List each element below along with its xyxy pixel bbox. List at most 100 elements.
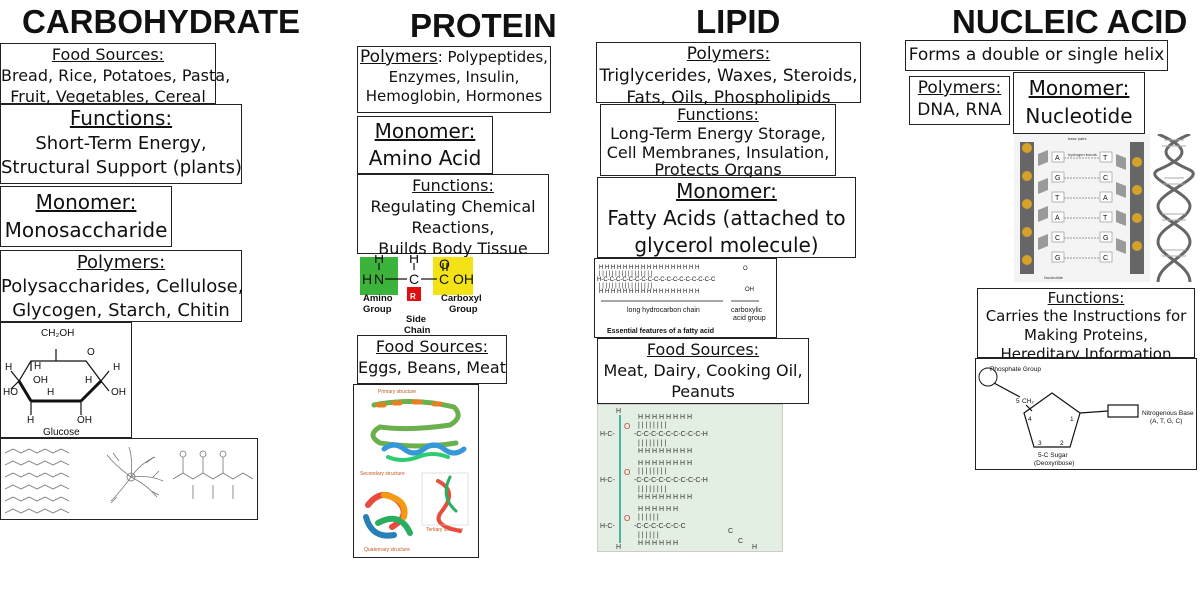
- carb-food-sources-line: Fruit, Vegetables, Cereal: [10, 87, 206, 106]
- protein-polymers-line: Enzymes, Insulin,: [388, 68, 520, 86]
- svg-text:-C-C-C-C-C-C-C: -C-C-C-C-C-C-C: [634, 523, 686, 530]
- svg-text:O: O: [624, 514, 630, 523]
- fatty-acid-diagram: H H H H H H H H H H H H H H H H H | | | …: [594, 258, 777, 338]
- nucleic-polymers-value: DNA, RNA: [917, 100, 1002, 120]
- protein-polymers-line: Hemoglobin, Hormones: [365, 87, 543, 105]
- lipid-monomer-line: Fatty Acids (attached to: [607, 206, 846, 230]
- carb-functions-line: Short-Term Energy,: [35, 133, 207, 154]
- amino-n: N: [374, 271, 384, 287]
- protein-monomer-value: Amino Acid: [368, 146, 482, 170]
- nucleic-functions-box: Functions: Carries the Instructions for …: [977, 288, 1195, 363]
- svg-text:H: H: [752, 544, 757, 551]
- sugar-carbon-4: 4: [1028, 416, 1032, 423]
- svg-text:C: C: [738, 538, 743, 545]
- svg-text:H: H: [616, 408, 621, 415]
- carb-polymers-box: Polymers: Polysaccharides, Cellulose, Gl…: [0, 250, 243, 322]
- carb-food-sources-line: Bread, Rice, Potatoes, Pasta,: [1, 66, 231, 85]
- protein-food-sources-box: Food Sources: Eggs, Beans, Meat: [357, 335, 507, 384]
- carb-monomer-value: Monosaccharide: [4, 218, 168, 242]
- nucleic-functions-line: Carries the Instructions for: [985, 307, 1187, 325]
- amino-acid-diagram: H H N H C O C OH R Amino Group Carboxyl …: [357, 250, 491, 336]
- dna-helix-image: [1150, 132, 1198, 283]
- glucose-h: H: [27, 415, 34, 426]
- sugar-carbon-5: 5: [1016, 398, 1020, 405]
- lipid-polymers-heading: Polymers:: [686, 44, 771, 64]
- polysaccharide-images: [0, 438, 258, 520]
- svg-text:H-C-: H-C-: [600, 523, 615, 530]
- svg-text:| | | | | | | |: | | | | | | | |: [638, 486, 666, 493]
- base-letter: A: [1103, 195, 1108, 202]
- base-letter: T: [1103, 215, 1108, 222]
- svg-text:H-C-: H-C-: [600, 431, 615, 438]
- nucleic-functions-line: Making Proteins,: [1024, 326, 1148, 344]
- glucose-h: H: [85, 375, 92, 386]
- nucleic-acid-title: NUCLEIC ACID: [952, 3, 1188, 40]
- lipid-polymers-line: Fats, Oils, Phospholipids: [626, 88, 831, 108]
- side-chain-label: Chain: [404, 325, 431, 335]
- carb-monomer-box: Monomer: Monosaccharide: [0, 186, 172, 247]
- sugar-carbon-3: 3: [1038, 440, 1042, 447]
- sugar-carbon-2: 2: [1060, 440, 1064, 447]
- svg-text:H H H H H H H H: H H H H H H H H: [638, 448, 692, 455]
- glucose-h: H: [113, 362, 120, 373]
- amino-oh: OH: [453, 271, 474, 287]
- sugar-ch2: CH₂: [1022, 398, 1034, 405]
- svg-text:H H H H H H H H: H H H H H H H H: [638, 414, 692, 421]
- protein-monomer-box: Monomer: Amino Acid: [357, 116, 493, 174]
- lipid-monomer-line: glycerol molecule): [634, 233, 819, 257]
- carbohydrate-title: CARBOHYDRATE: [22, 3, 301, 40]
- base-pairs-label: base pairs: [1068, 136, 1086, 141]
- svg-text:H-C-: H-C-: [600, 477, 615, 484]
- triglyceride-image: H H-C- H-C- H-C- H H H H H H H H H | | |…: [597, 404, 783, 552]
- amino-group-label: Amino: [363, 293, 393, 304]
- amino-group-label: Group: [363, 304, 392, 315]
- protein-polymers-box: Polymers: Polypeptides, Enzymes, Insulin…: [357, 46, 551, 113]
- protein-functions-line: Builds Body Tissue: [378, 239, 528, 258]
- phosphate-group-label: Phosphate Group: [990, 366, 1041, 373]
- base-letter: G: [1055, 255, 1060, 262]
- protein-structure-image: Primary structure Secondary structure Te…: [353, 384, 479, 558]
- carboxylic-acid-label: carboxylic: [731, 307, 763, 314]
- lipid-functions-box: Functions: Long-Term Energy Storage, Cel…: [600, 104, 836, 178]
- nitrogenous-base-label: Nitrogenous Base: [1142, 410, 1194, 417]
- sugar-label: 5-C Sugar: [1038, 452, 1068, 459]
- base-letter: T: [1055, 195, 1060, 202]
- glucose-h: H: [34, 361, 41, 372]
- svg-text:H-C-C-C-C-C-C-C-C-C-C-C-C-C-C-: H-C-C-C-C-C-C-C-C-C-C-C-C-C-C-C-C-C-C: [597, 277, 716, 283]
- protein-functions-heading: Functions:: [412, 176, 494, 195]
- base-letter: G: [1055, 175, 1060, 182]
- nucleotide-diagram: Phosphate Group Nitrogenous Base (A, T, …: [975, 358, 1197, 470]
- amino-o: O: [439, 256, 450, 272]
- nucleic-monomer-box: Monomer: Nucleotide: [1013, 72, 1145, 134]
- amino-h: H: [374, 255, 384, 266]
- fatty-acid-caption: Essential features of a fatty acid: [607, 328, 714, 335]
- carb-functions-heading: Functions:: [69, 106, 173, 130]
- glucose-diagram: CH₂OH O H H H OH H HO OH H H OH Glucose: [0, 322, 132, 438]
- carb-food-sources-box: Food Sources: Bread, Rice, Potatoes, Pas…: [0, 43, 231, 106]
- tertiary-structure-label: Tertiary structure: [426, 527, 463, 533]
- carb-monomer-heading: Monomer:: [35, 190, 137, 214]
- carb-food-sources-heading: Food Sources:: [51, 45, 165, 64]
- svg-text:H H H H H H: H H H H H H: [638, 540, 678, 547]
- nucleic-functions-heading: Functions:: [1047, 289, 1125, 307]
- primary-structure-label: Primary structure: [378, 389, 416, 395]
- glucose-h: H: [47, 387, 54, 398]
- carb-polymers-heading: Polymers:: [76, 252, 166, 273]
- lipid-title: LIPID: [696, 3, 781, 40]
- carboxylic-acid-label: acid group: [733, 315, 766, 322]
- svg-text:H H H H H H H H H H H H H H H: H H H H H H H H H H H H H H H H H: [599, 289, 699, 295]
- hydrocarbon-chain-label: long hydrocarbon chain: [627, 307, 700, 314]
- svg-text:O: O: [624, 422, 630, 431]
- helix-text: Forms a double or single helix: [908, 45, 1165, 65]
- svg-text:| | | | | | | | | | | | | | |: | | | | | | | | | | | | | | | | |: [599, 283, 653, 289]
- svg-text:C: C: [728, 528, 733, 535]
- lipid-polymers-line: Triglycerides, Waxes, Steroids,: [599, 66, 858, 86]
- lipid-monomer-heading: Monomer:: [676, 179, 777, 203]
- fatty-acid-oh: OH: [745, 287, 754, 293]
- nucleic-polymers-heading: Polymers:: [917, 78, 1002, 98]
- svg-text:H H H H H H H H H H H H H H H: H H H H H H H H H H H H H H H H H: [599, 265, 699, 271]
- svg-text:H: H: [616, 544, 621, 551]
- carb-functions-line: Structural Support (plants): [1, 157, 243, 178]
- lipid-food-sources-line: Peanuts: [671, 382, 735, 401]
- lipid-monomer-box: Monomer: Fatty Acids (attached to glycer…: [597, 177, 856, 258]
